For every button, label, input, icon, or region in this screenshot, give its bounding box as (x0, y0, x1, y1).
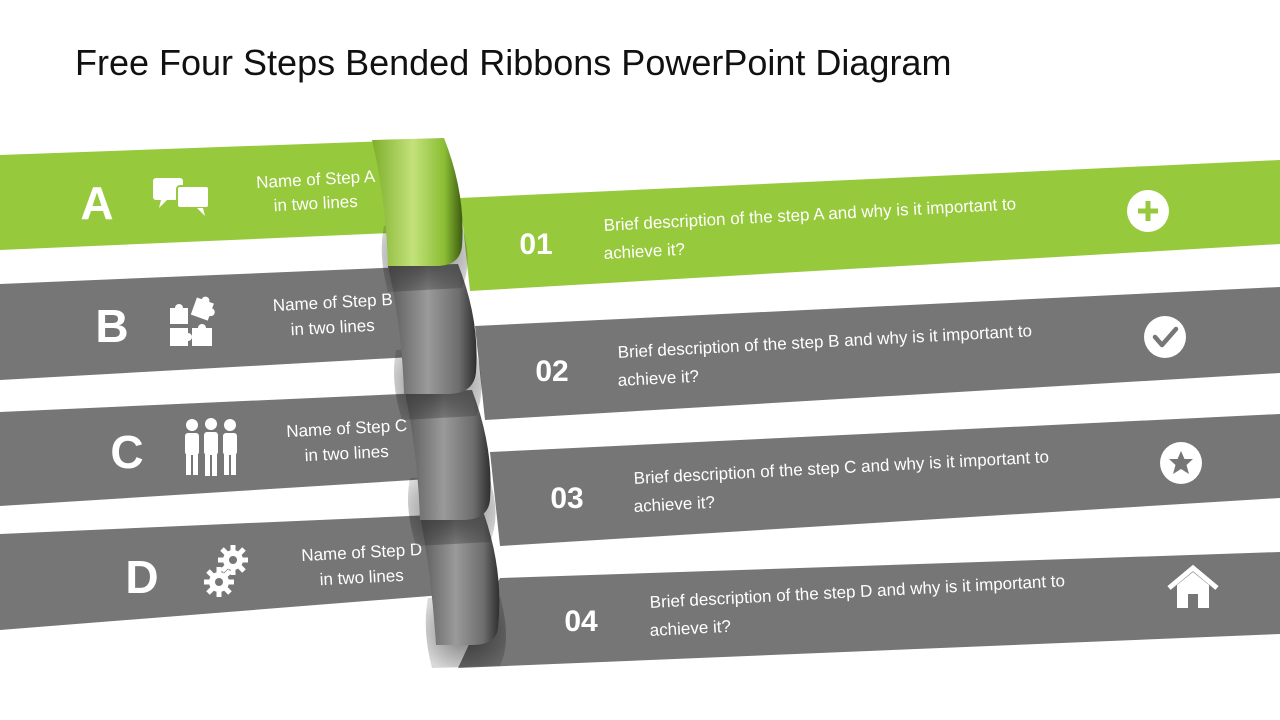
step-d-ribbon: D Name of Step D in two lines 04 Brief d… (0, 514, 1280, 668)
step-b-curl (388, 264, 477, 394)
step-d-name-line2: in two lines (319, 566, 404, 589)
people-group-icon (185, 418, 237, 476)
step-c-curl (405, 390, 491, 520)
star-circle-icon (1160, 442, 1202, 484)
slide-title: Free Four Steps Bended Ribbons PowerPoin… (75, 42, 952, 83)
step-b-right-band (475, 287, 1280, 420)
step-d-curl (420, 514, 500, 645)
home-icon (1167, 564, 1219, 608)
step-d-letter: D (125, 551, 158, 603)
step-c-number: 03 (550, 482, 583, 515)
step-a-desc-line2: achieve it? (603, 240, 685, 263)
step-a-number: 01 (519, 228, 552, 261)
step-c-ribbon: C Name of Step C in two lines 03 Brief d… (0, 390, 1280, 546)
step-b-letter: B (95, 300, 128, 352)
step-b-left-band (0, 266, 430, 380)
step-b-desc-line2: achieve it? (617, 367, 699, 390)
step-a-name-line2: in two lines (273, 192, 358, 215)
step-c-right-band (490, 414, 1280, 546)
step-b-number: 02 (535, 355, 568, 388)
step-c-letter: C (110, 426, 143, 478)
step-d-right-band (458, 552, 1280, 668)
step-c-left-band (0, 392, 445, 506)
step-c-name-line2: in two lines (304, 442, 389, 465)
speech-bubbles-icon (153, 178, 210, 216)
step-c-desc-line2: achieve it? (633, 493, 715, 516)
step-b-ribbon: B Name of Step B in two lines 02 Brief d… (0, 264, 1280, 420)
step-b-name-line2: in two lines (290, 316, 375, 339)
puzzle-icon (170, 296, 215, 346)
gears-icon (204, 545, 248, 597)
plus-circle-icon (1127, 190, 1169, 232)
step-a-right-band (460, 160, 1280, 291)
step-a-letter: A (80, 177, 113, 229)
check-circle-icon (1144, 316, 1186, 358)
step-d-number: 04 (564, 605, 598, 638)
step-a-curl (372, 138, 463, 266)
step-d-desc-line2: achieve it? (649, 617, 731, 640)
step-a-ribbon: A Name of Step A in two lines 01 Brief d… (0, 138, 1280, 292)
